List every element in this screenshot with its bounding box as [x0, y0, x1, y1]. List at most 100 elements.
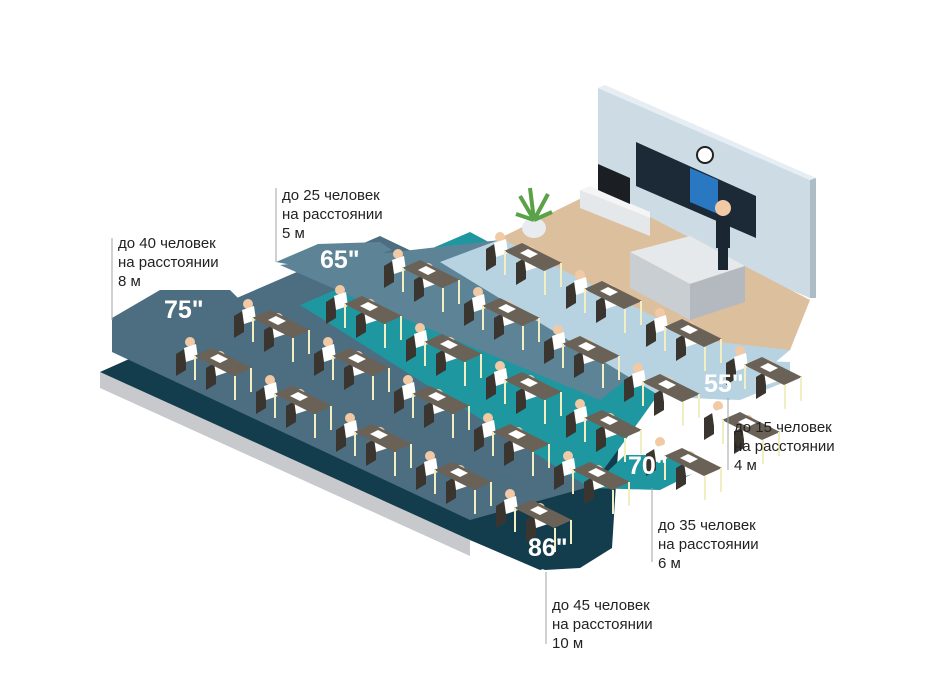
desk-top	[744, 357, 802, 385]
chair	[504, 438, 514, 466]
desk-leg	[194, 356, 196, 380]
desk-leg	[250, 368, 252, 392]
teacher-legs	[718, 248, 728, 270]
chair	[416, 462, 426, 490]
desk-top	[354, 424, 412, 452]
desk-leg	[394, 452, 396, 476]
chair	[206, 362, 216, 390]
student-head	[495, 361, 505, 371]
teacher-desk-side	[690, 266, 745, 320]
desk-leg	[410, 444, 412, 468]
desk-leg	[480, 354, 482, 378]
desk-leg	[402, 268, 404, 292]
desk-top	[274, 386, 332, 414]
note-65-line3: 5 м	[282, 225, 305, 242]
desk-leg	[442, 288, 444, 312]
student-desks	[176, 232, 802, 552]
cabinet-side	[580, 186, 650, 218]
zone-75-tab	[112, 290, 240, 352]
desk-leg	[544, 271, 546, 295]
desk-leg	[544, 400, 546, 424]
student-head	[633, 363, 643, 373]
note-55-line2: на расстоянии	[734, 438, 835, 455]
chair	[356, 310, 366, 338]
desk-leg	[252, 318, 254, 342]
chair	[574, 350, 584, 378]
desk-leg	[458, 280, 460, 304]
paper	[428, 392, 446, 401]
chair	[384, 260, 394, 288]
paper	[530, 506, 548, 515]
chair	[734, 426, 744, 454]
size-label-65: 65"	[320, 246, 360, 274]
chair	[256, 386, 266, 414]
student-head	[713, 401, 723, 411]
student-head	[735, 346, 745, 356]
chair	[464, 298, 474, 326]
paper	[268, 316, 286, 325]
student-head	[575, 399, 585, 409]
chair	[424, 400, 434, 428]
student-head	[553, 325, 563, 335]
desk-leg	[532, 452, 534, 476]
desk-leg	[504, 251, 506, 275]
room	[500, 85, 816, 350]
paper	[588, 468, 606, 477]
paper	[738, 418, 756, 427]
desk-leg	[664, 456, 666, 480]
desk-leg	[572, 470, 574, 494]
leader-lines	[111, 188, 729, 644]
paper	[370, 430, 388, 439]
student-head	[335, 285, 345, 295]
side-wall-edge	[810, 178, 816, 298]
note-55: до 15 человек на расстоянии 4 м	[734, 418, 835, 475]
desk-leg	[384, 324, 386, 348]
chair	[494, 312, 504, 340]
note-70-line3: 6 м	[658, 555, 681, 572]
zone-86-tab	[470, 528, 612, 570]
desk-leg	[482, 306, 484, 330]
paper	[418, 266, 436, 275]
teacher-desk-top	[630, 236, 745, 284]
student-head	[483, 413, 493, 423]
wall-clock-icon	[696, 146, 714, 164]
desk-leg	[388, 368, 390, 392]
desk-leg	[704, 347, 706, 371]
desk-leg	[234, 376, 236, 400]
desk-leg	[584, 418, 586, 442]
desk-leg	[344, 304, 346, 328]
chair	[566, 410, 576, 438]
desk-top	[412, 386, 470, 414]
paper	[520, 378, 538, 387]
desk-leg	[554, 528, 556, 552]
desk-leg	[522, 326, 524, 350]
desk-leg	[698, 394, 700, 418]
paper	[440, 340, 458, 349]
teacher-head	[715, 200, 731, 216]
desk-top	[424, 334, 482, 362]
desk-leg	[562, 344, 564, 368]
desk-leg	[330, 406, 332, 430]
note-75-line1: до 40 человек	[118, 235, 216, 252]
chair	[526, 514, 536, 542]
desk-leg	[490, 482, 492, 506]
desk-top	[434, 462, 492, 490]
desk-leg	[412, 394, 414, 418]
desk-leg	[762, 440, 764, 464]
size-label-70: 70"	[628, 452, 668, 480]
size-label-75: 75"	[164, 296, 204, 324]
desk-top	[504, 243, 562, 271]
cabinet	[580, 190, 650, 236]
chair	[544, 336, 554, 364]
paper	[290, 392, 308, 401]
desk-top	[402, 260, 460, 288]
tv-screen	[598, 164, 630, 204]
size-label-86: 86"	[528, 534, 568, 562]
desk-leg	[332, 356, 334, 380]
desk-leg	[308, 330, 310, 354]
chair	[446, 476, 456, 504]
paper	[600, 287, 618, 296]
student-head	[403, 375, 413, 385]
desk-leg	[744, 365, 746, 389]
wall-top	[598, 85, 816, 180]
